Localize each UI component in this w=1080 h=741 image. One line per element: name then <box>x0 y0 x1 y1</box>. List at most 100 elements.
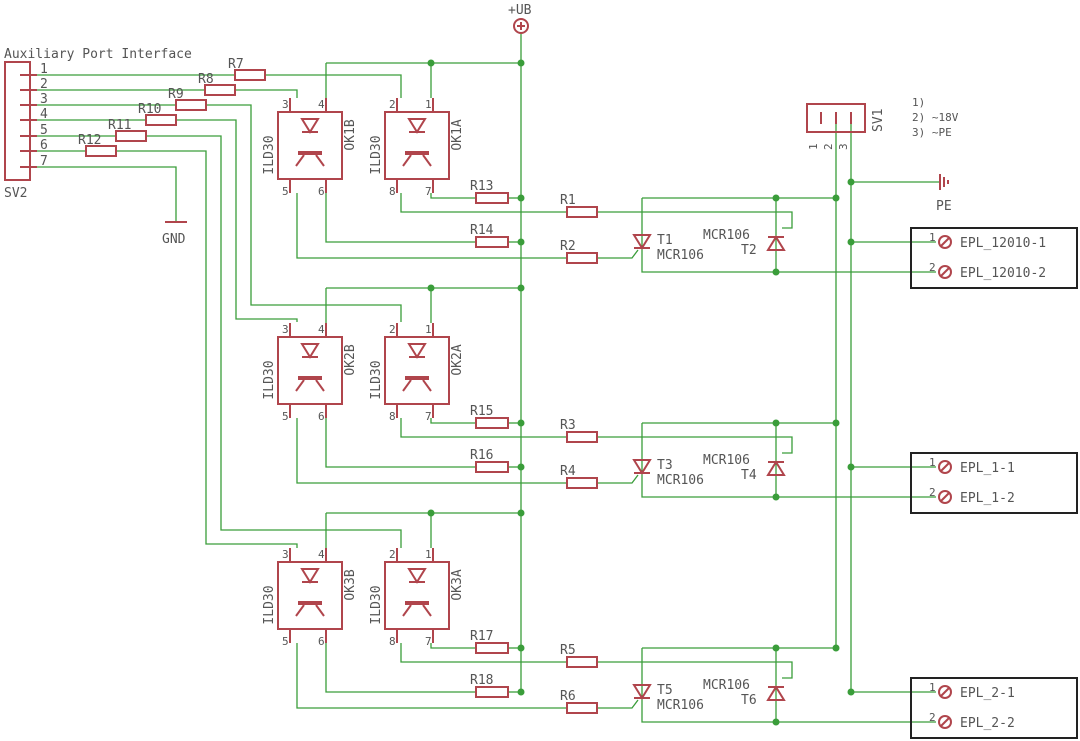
terminal-pin-number: 1 <box>929 681 936 694</box>
phototransistor-leg <box>295 604 305 617</box>
resistor-label: R15 <box>470 404 493 419</box>
opto-pin-number: 6 <box>318 635 325 648</box>
resistor-label: R9 <box>168 87 184 102</box>
sv1-pin-number: 1 <box>807 143 820 150</box>
resistor-label: R7 <box>228 57 244 72</box>
opto-name: OK1A <box>450 119 465 150</box>
pe-label: PE <box>936 199 952 214</box>
wire <box>641 648 936 723</box>
wire <box>325 643 476 693</box>
opto-pin-number: 6 <box>318 410 325 423</box>
resistor-label: R8 <box>198 72 214 87</box>
sv1-pin-number: 2 <box>822 143 835 150</box>
terminal-pin-number: 1 <box>929 231 936 244</box>
opto-type: ILD30 <box>262 360 277 399</box>
terminal-screw-icon <box>938 685 952 699</box>
terminal-label: EPL_2-1 <box>960 686 1015 701</box>
terminal-screw-icon <box>938 460 952 474</box>
resistor-label: R14 <box>470 223 494 238</box>
opto-pin-number: 3 <box>282 323 289 336</box>
opto-type: ILD30 <box>369 360 384 399</box>
resistor-label: R10 <box>138 102 161 117</box>
phototransistor-bar <box>405 151 429 155</box>
resistor-body <box>566 656 598 668</box>
wire <box>597 249 639 259</box>
opto-pin-number: 5 <box>282 635 289 648</box>
terminal-screw-slot <box>940 267 950 277</box>
thyristor-icon <box>632 459 652 475</box>
wire <box>296 643 567 709</box>
terminal-block <box>910 227 1078 289</box>
junction-dot <box>847 688 855 696</box>
aux-title: Auxiliary Port Interface <box>4 47 192 62</box>
led-icon <box>300 343 320 359</box>
supply-label: +UB <box>508 3 532 18</box>
terminal-label: EPL_12010-1 <box>960 236 1046 251</box>
phototransistor-leg <box>422 604 432 617</box>
resistor-label: R6 <box>560 689 576 704</box>
phototransistor-leg <box>295 379 305 392</box>
junction-dot <box>832 644 840 652</box>
phototransistor-bar <box>298 601 322 605</box>
phototransistor-bar <box>405 376 429 380</box>
wire <box>265 74 402 98</box>
thyristor-name: T2 <box>741 243 757 258</box>
thyristor-type: MCR106 <box>657 248 704 263</box>
optocoupler-body <box>277 561 343 630</box>
phototransistor-bar <box>298 376 322 380</box>
opto-pin-number: 1 <box>425 548 432 561</box>
opto-pin-number: 7 <box>425 185 432 198</box>
terminal-screw-slot <box>940 717 950 727</box>
junction-dot <box>847 463 855 471</box>
terminal-screw-icon <box>938 265 952 279</box>
wire <box>37 166 177 222</box>
resistor-body <box>566 477 598 489</box>
sv1-name: SV1 <box>871 109 886 132</box>
terminal-screw-slot <box>940 492 950 502</box>
opto-pin-number: 8 <box>389 635 396 648</box>
junction-dot <box>517 419 525 427</box>
optocoupler-body <box>277 111 343 180</box>
resistor-label: R18 <box>470 673 493 688</box>
optocoupler-body <box>384 561 450 630</box>
terminal-pin-number: 1 <box>929 456 936 469</box>
terminal-screw-slot <box>940 687 950 697</box>
resistor-label: R17 <box>470 629 493 644</box>
junction-dot <box>517 509 525 517</box>
opto-pin-number: 8 <box>389 185 396 198</box>
aux-pin-number: 5 <box>40 123 48 138</box>
wire <box>641 423 936 498</box>
resistor-body <box>204 84 236 96</box>
opto-type: ILD30 <box>262 135 277 174</box>
wire <box>296 418 567 484</box>
led-icon <box>300 118 320 134</box>
resistor-body <box>475 642 509 654</box>
sv1-body <box>806 103 866 133</box>
led-icon <box>407 118 427 134</box>
opto-name: OK2B <box>343 344 358 375</box>
aux-pin-number: 4 <box>40 107 48 122</box>
opto-name: OK1B <box>343 119 358 150</box>
wire <box>641 198 936 273</box>
phototransistor-bar <box>298 151 322 155</box>
aux-pin-number: 1 <box>40 62 48 77</box>
phototransistor-leg <box>315 604 325 617</box>
phototransistor-leg <box>422 379 432 392</box>
resistor-label: R1 <box>560 193 576 208</box>
thyristor-type: MCR106 <box>703 228 750 243</box>
opto-pin-number: 2 <box>389 98 396 111</box>
phototransistor-leg <box>315 154 325 167</box>
opto-pin-number: 3 <box>282 98 289 111</box>
thyristor-type: MCR106 <box>657 473 704 488</box>
phototransistor-bar <box>405 601 429 605</box>
wire <box>400 643 567 663</box>
phototransistor-leg <box>402 604 412 617</box>
junction-dot <box>517 644 525 652</box>
wire <box>325 418 476 468</box>
aux-pin-number: 3 <box>40 92 48 107</box>
wire <box>176 119 298 322</box>
resistor-body <box>175 99 207 111</box>
thyristor-name: T1 <box>657 233 673 248</box>
terminal-label: EPL_2-2 <box>960 716 1015 731</box>
resistor-body <box>566 702 598 714</box>
